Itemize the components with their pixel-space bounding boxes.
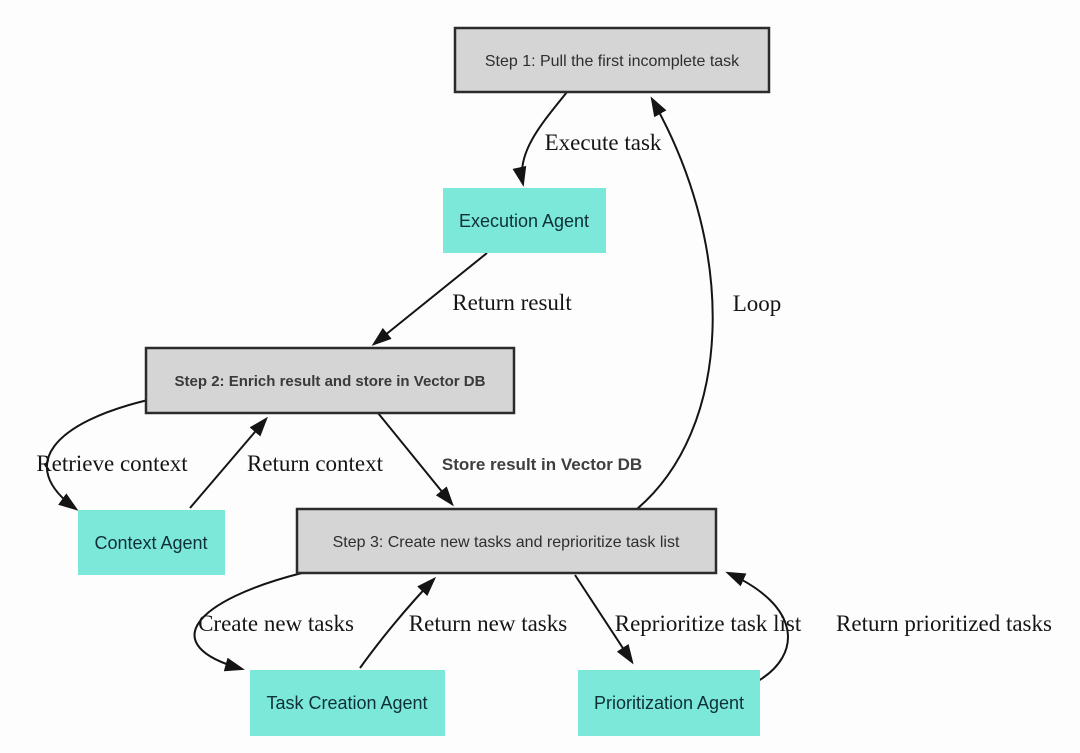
node-prioritization-agent: Prioritization Agent: [578, 670, 760, 736]
edge-label-reprioritize-task-list: Reprioritize task list: [615, 611, 802, 636]
node-execution-agent-label: Execution Agent: [459, 211, 589, 231]
edge-return-new-tasks: [359, 576, 437, 669]
node-step-3-label: Step 3: Create new tasks and reprioritiz…: [333, 534, 680, 551]
node-step-3: Step 3: Create new tasks and reprioritiz…: [295, 507, 718, 575]
node-context-agent: Context Agent: [78, 510, 225, 575]
edge-label-retrieve-context: Retrieve context: [36, 451, 188, 476]
node-prioritization-agent-label: Prioritization Agent: [594, 693, 744, 713]
edge-label-create-new-tasks: Create new tasks: [198, 611, 354, 636]
edge-label-loop: Loop: [733, 291, 782, 316]
edge-return-result: [371, 252, 488, 346]
edge-reprioritize-task-list: [574, 574, 634, 665]
edge-execute-task: [512, 91, 568, 187]
edge-label-return-new-tasks: Return new tasks: [409, 611, 567, 636]
edge-store-result: [377, 412, 454, 507]
edge-retrieve-context: [45, 399, 149, 511]
edge-label-return-prioritized-tasks: Return prioritized tasks: [836, 611, 1052, 636]
edge-label-return-result: Return result: [452, 290, 572, 315]
node-step-2-label: Step 2: Enrich result and store in Vecto…: [175, 373, 486, 390]
edge-return-prioritized-tasks: [725, 571, 789, 682]
node-step-1: Step 1: Pull the first incomplete task: [453, 26, 771, 94]
node-step-2: Step 2: Enrich result and store in Vecto…: [144, 346, 516, 415]
node-context-agent-label: Context Agent: [94, 533, 207, 553]
edge-label-return-context: Return context: [247, 451, 384, 476]
edge-label-store-result: Store result in Vector DB: [442, 455, 642, 474]
edge-return-context: [189, 416, 268, 509]
edge-label-execute-task: Execute task: [545, 130, 662, 155]
node-task-creation-agent-label: Task Creation Agent: [266, 693, 427, 713]
edge-loop: [636, 96, 714, 510]
node-execution-agent: Execution Agent: [443, 188, 606, 253]
node-task-creation-agent: Task Creation Agent: [250, 670, 445, 736]
edge-create-new-tasks: [193, 572, 303, 672]
node-step-1-label: Step 1: Pull the first incomplete task: [485, 53, 740, 70]
